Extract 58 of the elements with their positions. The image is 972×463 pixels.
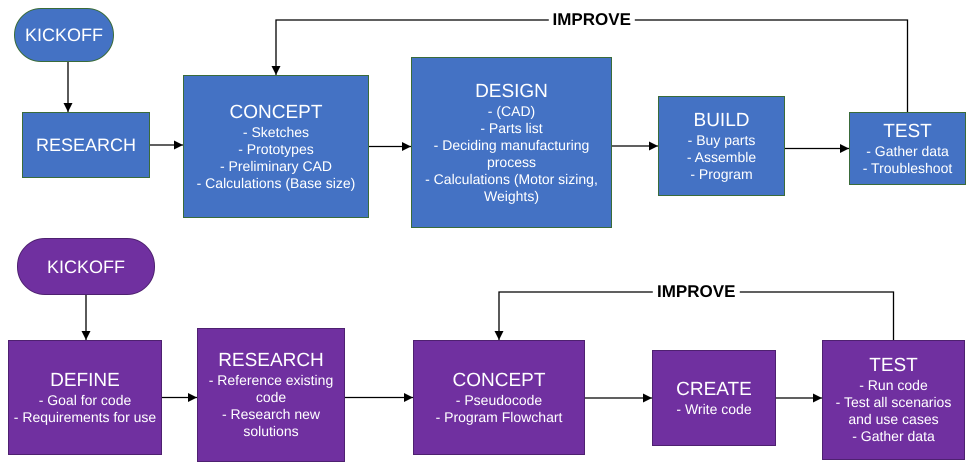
step-item: - Pseudocode <box>456 392 542 408</box>
step-item: - Run code <box>859 377 928 394</box>
arrow <box>585 394 652 402</box>
step-title: DEFINE <box>50 370 120 392</box>
process-box <box>411 57 612 228</box>
step-title: DESIGN <box>475 80 548 102</box>
step-item: - Parts list <box>480 120 543 136</box>
step-item: - Sketches <box>242 124 310 140</box>
arrow <box>150 140 183 150</box>
step-item: - Research new solutions <box>220 406 322 440</box>
step-item: - Preliminary CAD <box>220 158 332 174</box>
process-box <box>8 340 162 455</box>
step-title: RESEARCH <box>218 350 324 372</box>
step-item: - Goal for code <box>38 392 132 408</box>
step-title: CONCEPT <box>230 102 322 124</box>
arrow <box>785 144 849 153</box>
step-title: RESEARCH <box>36 134 136 156</box>
process-box <box>849 112 966 185</box>
step-item: - Deciding manufacturing process <box>432 136 590 170</box>
step-title: CREATE <box>676 378 752 400</box>
arrow <box>345 393 413 402</box>
process-box <box>183 75 369 218</box>
step-item: - (CAD) <box>488 102 536 120</box>
step-title: TEST <box>883 120 932 142</box>
process-box <box>413 340 585 455</box>
start-terminal <box>17 238 155 295</box>
process-box <box>822 340 965 460</box>
step-item: - Program <box>690 166 753 182</box>
step-item: - Troubleshoot <box>862 160 952 176</box>
process-box <box>652 350 776 446</box>
arrow <box>612 142 658 150</box>
step-title: KICKOFF <box>46 256 125 278</box>
step-item: - Test all scenarios and use cases <box>834 394 952 428</box>
step-item: - Gather data <box>866 142 949 160</box>
arrow <box>82 295 90 340</box>
process-box <box>22 112 150 178</box>
arrow <box>162 393 197 402</box>
step-title: CONCEPT <box>452 370 546 392</box>
step-item: - Reference existing code <box>208 372 334 406</box>
step-item: - Write code <box>676 400 752 418</box>
step-title: KICKOFF <box>24 24 103 46</box>
process-box <box>658 96 785 196</box>
step-title: TEST <box>869 355 918 377</box>
step-item: - Buy parts <box>688 132 756 148</box>
arrow <box>776 394 822 402</box>
step-item: - Prototypes <box>238 140 314 158</box>
step-item: - Calculations (Base size) <box>196 174 356 192</box>
step-item: - Assemble <box>686 148 756 166</box>
step-item: - Gather data <box>852 428 935 445</box>
step-item: - Program Flowchart <box>436 408 562 426</box>
step-item: - Requirements for use <box>14 408 156 426</box>
start-terminal <box>14 8 114 62</box>
process-box <box>197 328 345 462</box>
arrow <box>64 62 72 112</box>
arrow <box>369 142 411 151</box>
arrow <box>272 19 908 112</box>
step-item: - Calculations (Motor sizing, Weights) <box>424 170 599 204</box>
step-title: BUILD <box>694 110 750 132</box>
